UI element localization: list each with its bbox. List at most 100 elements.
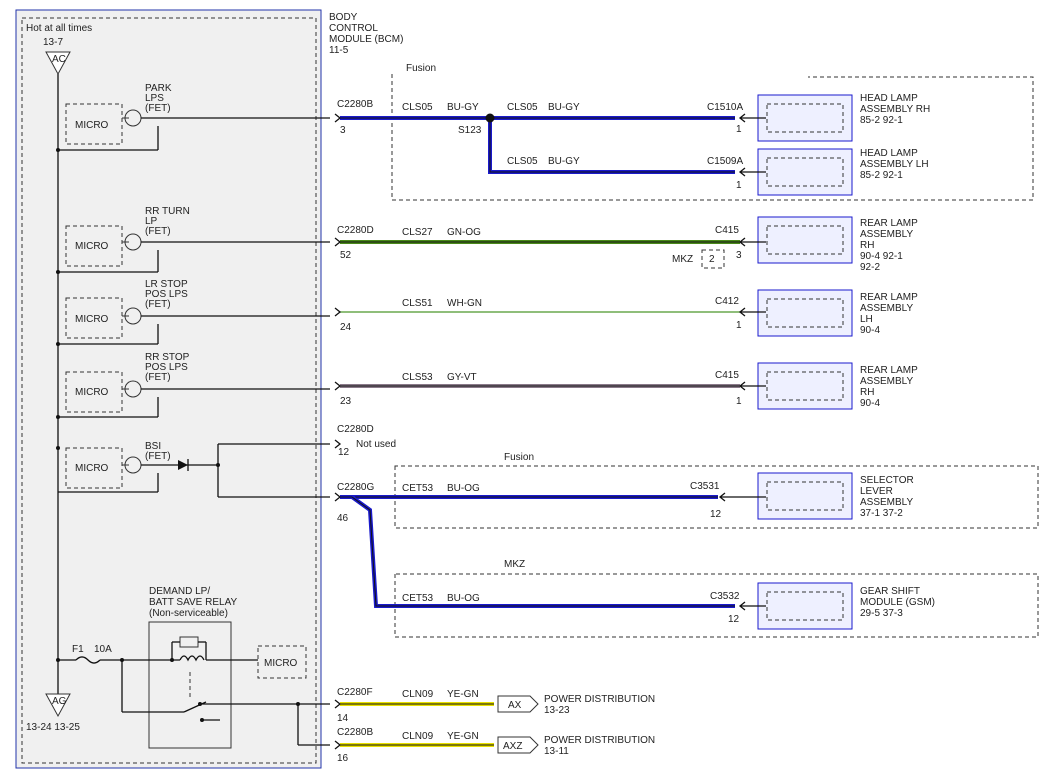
driver-bsi: MICRO BSI (FET) (56, 441, 330, 498)
arrow-icon (738, 307, 766, 317)
mkz-box (701, 249, 725, 269)
connector-label: C415 (715, 370, 739, 381)
not-used-label: Not used (356, 439, 396, 450)
component-selector-lever: SELECTOR LEVER ASSEMBLY 37-1 37-2 (757, 472, 914, 520)
ac-ref: 13-7 (43, 37, 63, 48)
driver-label: POS LPS (145, 362, 188, 373)
component-gear-shift-module: GEAR SHIFT MODULE (GSM) 29-5 37-3 (757, 582, 935, 630)
micro-label: MICRO (75, 314, 109, 325)
hot-label: Hot at all times (26, 23, 92, 34)
pin-label: 52 (340, 250, 352, 261)
driver-label: RR STOP (145, 352, 190, 363)
circuit-label: CLN09 (402, 731, 434, 742)
driver-rr-turn: MICRO RR TURN LP (FET) (56, 206, 330, 274)
pin-label: 16 (337, 753, 349, 764)
driver-rr-stop: MICRO RR STOP POS LPS (FET) (56, 352, 330, 419)
driver-label: LPS (145, 93, 164, 104)
diode-icon (178, 460, 188, 470)
tag-label: AXZ (503, 741, 522, 752)
connector-label: C412 (715, 296, 739, 307)
fusion-region (391, 74, 1034, 201)
component-label: SELECTOR (860, 475, 914, 486)
micro-label: MICRO (264, 658, 298, 669)
driver-label: LP (145, 216, 158, 227)
relay-title: BATT SAVE RELAY (149, 597, 238, 608)
relay-box (148, 621, 232, 749)
circuit-label: CLS53 (402, 372, 433, 383)
mkz-region (394, 573, 1039, 638)
micro-box (65, 371, 123, 413)
wire-cet53-mkz (350, 495, 735, 608)
connector-label: C2280D (337, 225, 374, 236)
arrow-icon (738, 113, 766, 123)
component-label: REAR LAMP (860, 218, 918, 229)
component-label: REAR LAMP (860, 292, 918, 303)
driver-label: POS LPS (145, 289, 188, 300)
connector-label: C2280D (337, 424, 374, 435)
destination-ref: 13-11 (544, 746, 569, 757)
ag-label: AG (52, 696, 67, 707)
component-ref: 90-4 (860, 398, 880, 409)
micro-label: MICRO (75, 241, 109, 252)
circuit-label: CLS05 (402, 102, 433, 113)
fuse-icon (75, 656, 101, 664)
arrow-icon (334, 492, 342, 502)
color-label: WH-GN (447, 298, 482, 309)
pin-label: 12 (710, 509, 722, 520)
relay-title: (Non-serviceable) (149, 608, 228, 619)
component-ref: 92-2 (860, 262, 880, 273)
micro-box (65, 447, 123, 489)
component-rear-lamp-rh-1: REAR LAMP ASSEMBLY RH 90-4 92-1 92-2 (757, 216, 918, 273)
bcm-title-1: BODY (329, 12, 358, 23)
driver-lr-stop: MICRO LR STOP POS LPS (FET) (56, 279, 330, 346)
component-rear-lamp-rh-2: REAR LAMP ASSEMBLY RH 90-4 (757, 362, 918, 410)
bcm-title-2: CONTROL (329, 23, 378, 34)
driver-label: (FET) (145, 372, 171, 383)
micro-box (65, 225, 123, 267)
pin-label: 2 (709, 254, 715, 265)
driver-label: (FET) (145, 299, 171, 310)
splice-icon (485, 113, 495, 123)
relay-section: DEMAND LP/ BATT SAVE RELAY (Non-servicea… (56, 586, 330, 749)
color-label: GN-OG (447, 227, 481, 238)
destination-label: POWER DISTRIBUTION (544, 694, 655, 705)
color-label: BU-GY (548, 102, 580, 113)
circuit-label: CLS05 (507, 102, 538, 113)
ax-tag-icon (497, 695, 539, 713)
arrow-icon (334, 307, 342, 317)
connector-label: C415 (715, 225, 739, 236)
region-label: Fusion (504, 452, 534, 463)
color-label: BU-OG (447, 593, 480, 604)
ac-triangle-icon (45, 51, 71, 76)
component-headlamp-lh: HEAD LAMP ASSEMBLY LH 85-2 92-1 (757, 148, 929, 196)
color-label: BU-GY (447, 102, 479, 113)
component-headlamp-rh: HEAD LAMP ASSEMBLY RH 85-2 92-1 (757, 93, 930, 142)
component-ref: 90-4 92-1 (860, 251, 903, 262)
component-ref: 85-2 92-1 (860, 170, 903, 181)
component-label: LEVER (860, 486, 893, 497)
color-label: GY-VT (447, 372, 477, 383)
driver-label: (FET) (145, 226, 171, 237)
splice-label: S123 (458, 125, 482, 136)
micro-label: MICRO (75, 387, 109, 398)
connector-label: C1510A (707, 102, 743, 113)
component-label: HEAD LAMP (860, 148, 918, 159)
pin-label: 24 (340, 322, 352, 333)
driver-park: MICRO PARK LPS (FET) (56, 83, 330, 152)
component-label: ASSEMBLY (860, 303, 913, 314)
driver-label: (FET) (145, 451, 171, 462)
driver-label: RR TURN (145, 206, 190, 217)
pin-label: 3 (736, 250, 742, 261)
circuit-label: CLS51 (402, 298, 433, 309)
pin-label: 1 (736, 396, 742, 407)
pin-label: 3 (340, 125, 346, 136)
fusion-region-2 (394, 465, 1039, 529)
driver-label: PARK (145, 83, 172, 94)
component-label: RH (860, 387, 874, 398)
relay-coil-icon (179, 655, 205, 662)
pin-label: 12 (338, 447, 350, 458)
fuse-label: F1 (72, 644, 84, 655)
component-ref: 37-1 37-2 (860, 508, 903, 519)
ag-triangle-icon (45, 693, 71, 718)
